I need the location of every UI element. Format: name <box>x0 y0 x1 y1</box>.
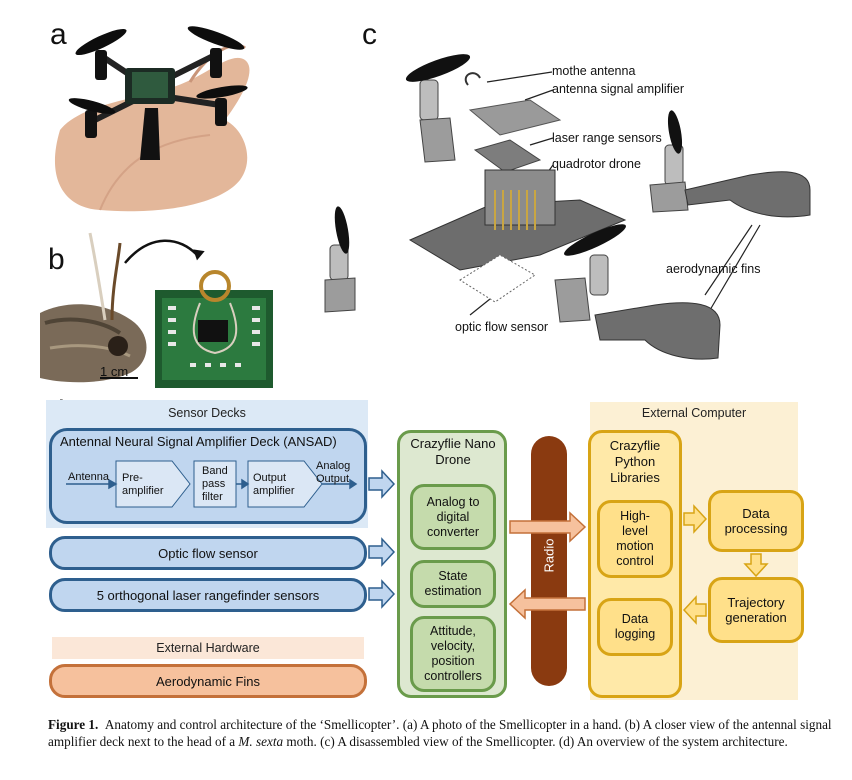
figure-caption: Figure 1. Anatomy and control architectu… <box>48 716 838 750</box>
arrow-drone-to-computer <box>509 511 587 543</box>
controllers-label: Attitude, velocity, position controllers <box>424 624 482 683</box>
high-level-control-box: High- level motion control <box>597 500 673 578</box>
controllers-box: Attitude, velocity, position controllers <box>410 616 496 692</box>
arrow-trajectory-to-logging <box>682 595 707 625</box>
sensor-decks-title: Sensor Decks <box>168 406 246 420</box>
optic-flow-sensor-box: Optic flow sensor <box>49 536 367 570</box>
state-estimation-box: State estimation <box>410 560 496 608</box>
trajectory-generation-box: Trajectory generation <box>708 577 804 643</box>
label-mothe-antenna: mothe antenna <box>552 64 636 78</box>
ansad-signal-chain <box>66 460 358 508</box>
ansad-title: Antennal Neural Signal Amplifier Deck (A… <box>60 434 337 449</box>
external-hardware-region: External Hardware <box>52 637 364 659</box>
label-laser-range-sensors: laser range sensors <box>552 131 662 145</box>
laser-sensors-box: 5 orthogonal laser rangefinder sensors <box>49 578 367 612</box>
data-logging-box: Data logging <box>597 598 673 656</box>
arrow-optic-to-drone <box>368 537 396 567</box>
optic-flow-sensor-label: Optic flow sensor <box>158 545 258 561</box>
external-hardware-title: External Hardware <box>156 641 260 655</box>
panel-a-photo <box>54 26 250 212</box>
antenna-label: Antenna <box>68 471 109 483</box>
radio-channel <box>531 436 567 686</box>
trajectory-generation-label: Trajectory generation <box>725 595 787 625</box>
high-level-control-label: High- level motion control <box>616 509 654 568</box>
caption-label: Figure 1. <box>48 717 99 732</box>
external-computer-region: External Computer <box>590 402 798 424</box>
arrow-control-to-processing <box>683 504 708 534</box>
crazyflie-title: Crazyflie Nano Drone <box>410 436 496 467</box>
caption-part2: moth. (c) A disassembled view of the Sme… <box>283 734 788 749</box>
state-estimation-label: State estimation <box>424 569 482 598</box>
adc-box: Analog to digital converter <box>410 484 496 550</box>
caption-part1: Anatomy and control architecture of the … <box>48 717 832 749</box>
data-logging-label: Data logging <box>614 612 656 641</box>
panel-letter-b: b <box>48 243 65 276</box>
data-processing-label: Data processing <box>724 506 788 536</box>
scale-bar-label: 1 cm <box>100 364 129 379</box>
arrow-computer-to-drone <box>508 588 586 620</box>
panel-letter-a: a <box>50 18 67 51</box>
output-amplifier-label: Output amplifier <box>253 472 295 497</box>
panel-b-photo <box>40 232 273 388</box>
label-optic-flow-sensor: optic flow sensor <box>455 320 549 334</box>
analog-output-label: Analog Output <box>316 460 351 485</box>
arrow-processing-to-trajectory <box>743 553 769 578</box>
label-quadrotor-drone: quadrotor drone <box>552 157 641 171</box>
bandpass-filter-label: Band pass filter <box>202 465 228 503</box>
laser-sensors-label: 5 orthogonal laser rangefinder sensors <box>96 587 320 603</box>
panel-letter-c: c <box>362 18 377 51</box>
preamplifier-label: Pre- amplifier <box>122 472 164 497</box>
aerodynamic-fins-box: Aerodynamic Fins <box>49 664 367 698</box>
arrow-ansad-to-drone <box>368 469 396 499</box>
adc-label: Analog to digital converter <box>426 494 480 539</box>
caption-species: M. sexta <box>238 734 284 749</box>
aerodynamic-fins-label: Aerodynamic Fins <box>155 673 261 689</box>
label-aerodynamic-fins: aerodynamic fins <box>666 262 761 276</box>
external-computer-title: External Computer <box>641 406 747 420</box>
label-antenna-signal-amplifier: antenna signal amplifier <box>552 82 685 96</box>
python-libraries-title: Crazyflie Python Libraries <box>609 438 661 485</box>
data-processing-box: Data processing <box>708 490 804 552</box>
panel-c-exploded-view <box>324 54 811 360</box>
arrow-laser-to-drone <box>368 579 396 609</box>
